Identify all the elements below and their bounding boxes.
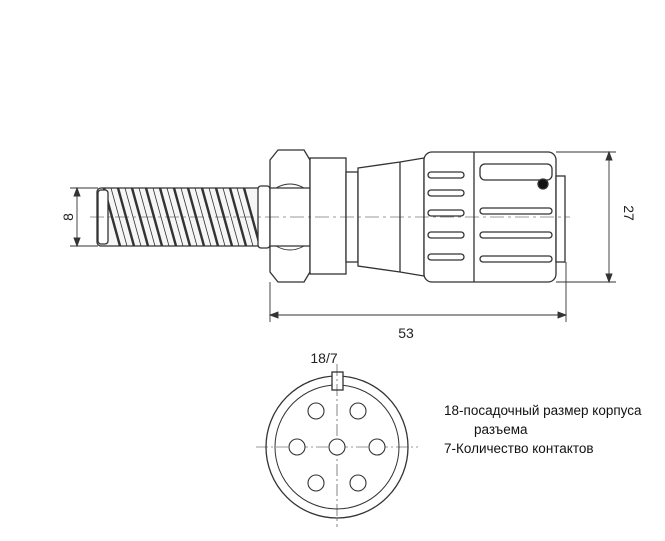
label-cable-diameter: 8 — [60, 213, 76, 221]
label-size-code: 18/7 — [310, 350, 337, 366]
contact-pin — [368, 438, 386, 456]
contact-pin — [307, 402, 325, 420]
contact-pins — [288, 402, 386, 492]
legend-line-2: разъема — [474, 422, 528, 437]
contact-pin — [288, 438, 306, 456]
contact-pin — [328, 438, 346, 456]
hex-nut — [269, 149, 311, 283]
legend: 18-посадочный размер корпуса разъема 7-К… — [444, 401, 642, 458]
contact-pin — [349, 402, 367, 420]
contact-pin — [307, 474, 325, 492]
label-body-diameter: 27 — [621, 205, 637, 221]
contact-pin — [349, 474, 367, 492]
legend-line-1: 18-посадочный размер корпуса — [444, 403, 642, 418]
legend-line-3: 7-Количество контактов — [444, 441, 594, 456]
label-overall-length: 53 — [398, 325, 414, 341]
dimension-53 — [268, 262, 568, 322]
dimension-8 — [70, 186, 98, 248]
